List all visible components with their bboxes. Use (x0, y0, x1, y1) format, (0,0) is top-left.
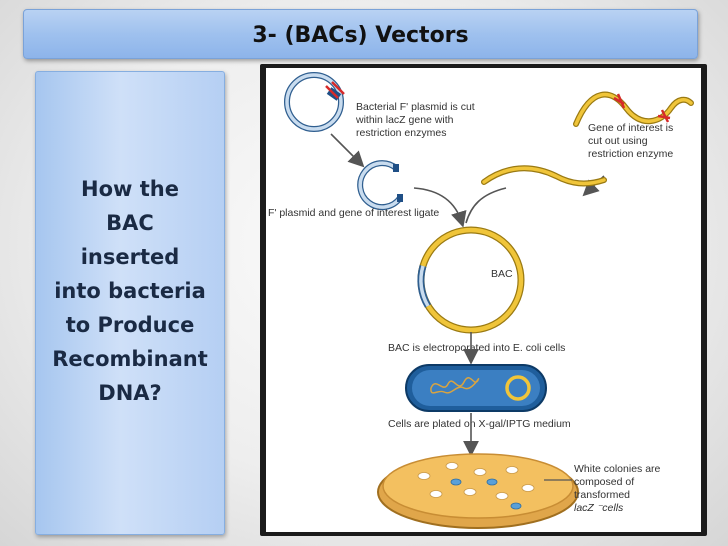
blue-colonies (450, 478, 522, 510)
gene-of-interest (573, 91, 694, 127)
blue-colony (510, 502, 522, 510)
question-panel: How the BAC inserted into bacteria to Pr… (35, 71, 225, 535)
question-line-3: inserted (80, 245, 180, 269)
figure-frame: Bacterial F' plasmid is cut within lacZ … (260, 64, 707, 536)
question-line-4: into bacteria (54, 279, 206, 303)
label-plasmid-cut-line-2: within lacZ gene with (355, 114, 454, 126)
question-line-5: to Produce (65, 313, 195, 337)
label-plasmid-cut-line-1: Bacterial F' plasmid is cut (356, 101, 475, 113)
restriction-site-icon (613, 93, 626, 109)
label-white-colonies-line-3: transformed (574, 489, 630, 501)
question-text: How the BAC inserted into bacteria to Pr… (28, 172, 232, 410)
white-colony (417, 472, 431, 480)
bac-plasmid: BAC (417, 226, 525, 334)
question-line-7: DNA? (98, 381, 162, 405)
label-plasmid-cut-line-3: restriction enzymes (356, 127, 446, 139)
white-colony (463, 488, 477, 496)
bac-diagram-svg: Bacterial F' plasmid is cut within lacZ … (268, 72, 694, 529)
arrow-icon (413, 187, 467, 228)
label-white-colonies-line-2: composed of (574, 476, 634, 488)
label-electroporated: BAC is electroporated into E. coli cells (388, 342, 565, 354)
cut-gene (481, 165, 607, 187)
white-colony (445, 462, 459, 470)
white-colony (505, 466, 519, 474)
white-colony (429, 490, 443, 498)
white-colony (495, 492, 509, 500)
question-line-1: How the (81, 177, 179, 201)
label-white-colonies: White colonies are composed of transform… (574, 463, 661, 514)
colonies (417, 462, 535, 500)
white-colony (521, 484, 535, 492)
white-colony (473, 468, 487, 476)
label-gene-cut-line-2: cut out using (588, 135, 648, 147)
label-gene-cut: Gene of interest is cut out using restri… (588, 122, 673, 160)
label-white-colonies-line-4: lacZ ⁻cells (574, 502, 624, 514)
label-gene-cut-line-1: Gene of interest is (588, 122, 673, 134)
arrow-icon (465, 187, 507, 224)
question-line-2: BAC (106, 211, 154, 235)
intact-plasmid (284, 72, 345, 132)
label-plasmid-cut: Bacterial F' plasmid is cut within lacZ … (355, 101, 475, 139)
restriction-site-icon (325, 85, 339, 99)
arrow-icon (330, 133, 365, 168)
label-gene-cut-line-3: restriction enzyme (588, 148, 673, 160)
blue-colony (450, 478, 462, 486)
label-white-colonies-line-1: White colonies are (574, 463, 661, 475)
label-ligate: F' plasmid and gene of interest ligate (268, 207, 439, 219)
slide-title: 3- (BACs) Vectors (252, 22, 469, 48)
label-bac: BAC (491, 268, 513, 280)
petri-dish (377, 453, 579, 529)
cut-plasmid (357, 160, 403, 211)
question-line-6: Recombinant (52, 347, 208, 371)
ecoli-cell (405, 364, 547, 412)
slide-title-box: 3- (BACs) Vectors (23, 9, 698, 59)
blue-colony (486, 478, 498, 486)
bac-diagram: Bacterial F' plasmid is cut within lacZ … (266, 68, 701, 532)
label-plated: Cells are plated on X-gal/IPTG medium (388, 418, 571, 430)
